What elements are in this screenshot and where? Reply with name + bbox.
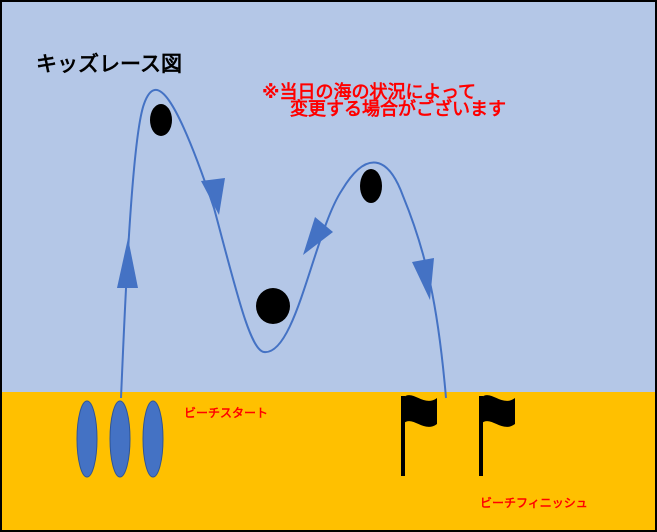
finish-flag-icon (401, 395, 437, 476)
race-route-line (120, 88, 447, 399)
buoy-icon (150, 104, 172, 136)
start-marker-icon (142, 400, 164, 478)
notice-line-2: 変更する場合がございます (290, 99, 506, 120)
direction-arrow-icon (412, 258, 434, 300)
sea-area (1, 1, 656, 392)
start-label: ビーチスタート (184, 406, 269, 420)
buoy-icon (360, 169, 382, 203)
start-marker-icon (76, 400, 98, 478)
finish-label: ビーチフィニッシュ (480, 496, 588, 510)
direction-arrow-icon (117, 238, 138, 288)
buoy-icon (256, 288, 290, 324)
beach-area (1, 392, 656, 531)
direction-arrow-icon (201, 178, 225, 215)
direction-arrow-icon (303, 217, 333, 255)
finish-flag-icon (479, 395, 515, 476)
start-marker-icon (109, 400, 131, 478)
notice-line-1: ※当日の海の状況によって (262, 82, 477, 103)
diagram-title: キッズレース図 (36, 52, 182, 76)
